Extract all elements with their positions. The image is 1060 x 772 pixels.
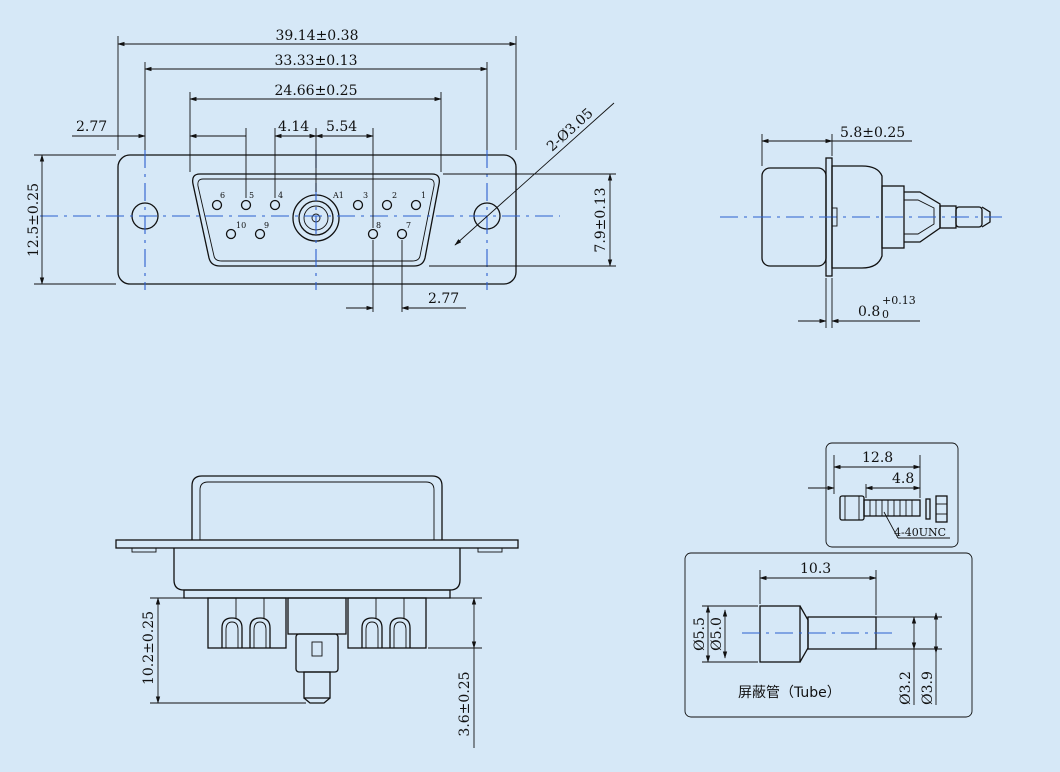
dim-tube-id-small: Ø3.2 xyxy=(898,671,914,705)
side-contact-block xyxy=(881,185,905,249)
dim-pin-length: 10.2±0.25 xyxy=(141,611,157,685)
pin-label-coax: A1 xyxy=(332,191,344,200)
side-view: 5.8±0.25 0.8 +0.13 0 xyxy=(720,125,1008,328)
bottom-shell-top xyxy=(191,475,443,540)
pin-label-9: 9 xyxy=(264,221,269,230)
tube-label: 屏蔽管（Tube） xyxy=(738,685,841,701)
dim-tube-length: 10.3 xyxy=(800,561,831,577)
contact-loop-2 xyxy=(249,617,271,648)
bottom-view: 10.2±0.25 3.6±0.25 xyxy=(115,475,519,748)
d-shell-inner xyxy=(197,178,435,262)
pin-1 xyxy=(410,199,422,211)
bottom-flange xyxy=(115,539,519,549)
d-shell-outer xyxy=(192,173,440,267)
screw-head xyxy=(839,495,865,521)
dim-tube-od-large: Ø5.5 xyxy=(692,617,708,651)
screw-detail: 12.8 4.8 4-40UNC xyxy=(808,442,959,548)
dim-contact-length: 3.6±0.25 xyxy=(457,671,473,736)
pin-4 xyxy=(269,199,281,211)
flange-outline xyxy=(117,154,517,285)
screw-nut xyxy=(935,495,948,523)
dim-side-depth: 5.8±0.25 xyxy=(840,125,905,141)
dim-screw-thread: 4.8 xyxy=(892,471,914,487)
pin-5 xyxy=(240,199,252,211)
tube-frame xyxy=(684,552,973,718)
pin-9 xyxy=(254,228,266,240)
tube-detail: 10.3 Ø5.5 Ø5.0 Ø3.2 Ø3.9 屏蔽管（Tube） xyxy=(684,552,973,718)
pin-label-2: 2 xyxy=(392,191,397,200)
dim-body-width: 24.66±0.25 xyxy=(275,83,358,99)
pin-6 xyxy=(211,199,223,211)
pin-label-6: 6 xyxy=(220,191,225,200)
dim-tube-od-small: Ø3.9 xyxy=(920,671,936,705)
contact-loop-3 xyxy=(361,617,383,648)
coax-housing xyxy=(287,597,347,635)
contact-loop-1 xyxy=(221,617,243,648)
dim-body-height: 7.9±0.13 xyxy=(593,187,609,252)
dim-flange-thickness-tol-lower: 0 xyxy=(882,308,889,321)
dim-tube-id-large: Ø5.0 xyxy=(709,617,725,651)
dim-mount-hole-pitch: 33.33±0.13 xyxy=(275,53,358,69)
pin-label-3: 3 xyxy=(363,191,368,200)
screw-frame xyxy=(825,442,959,548)
contact-loop-4 xyxy=(389,617,411,648)
dim-flange-height: 12.5±0.25 xyxy=(26,183,42,257)
dim-pin-offset: 5.54 xyxy=(326,119,357,135)
dim-coax-offset: 4.14 xyxy=(278,119,309,135)
dim-hole-callout: 2-Ø3.05 xyxy=(544,105,597,155)
pin-label-1: 1 xyxy=(421,191,426,200)
screw-washer xyxy=(925,498,931,520)
dim-flange-thickness-tol-upper: +0.13 xyxy=(882,294,916,307)
dim-flange-thickness: 0.8 xyxy=(858,304,880,320)
bottom-insulator xyxy=(173,548,461,591)
pin-7 xyxy=(396,228,408,240)
pin-label-10: 10 xyxy=(236,221,246,230)
screw-shaft xyxy=(863,499,921,517)
coax-barrel xyxy=(295,633,339,673)
pin-label-8: 8 xyxy=(376,221,381,230)
pin-8 xyxy=(367,228,379,240)
tube-taper xyxy=(799,605,809,663)
dim-overall-width: 39.14±0.38 xyxy=(276,28,359,44)
contacts-left-block xyxy=(207,597,287,649)
dim-bottom-pitch: 2.77 xyxy=(428,291,459,307)
pin-label-5: 5 xyxy=(249,191,254,200)
screw-spec-label: 4-40UNC xyxy=(894,526,946,539)
pin-10 xyxy=(225,228,237,240)
front-view: 1 2 3 4 5 6 7 8 9 10 A1 39.14±0.38 33.33… xyxy=(26,28,616,312)
tube-large-section xyxy=(759,605,801,663)
pin-2 xyxy=(381,199,393,211)
dim-left-offset: 2.77 xyxy=(76,119,107,135)
dim-screw-length: 12.8 xyxy=(862,450,893,466)
side-insulator xyxy=(831,165,883,269)
pin-label-4: 4 xyxy=(278,191,283,200)
contacts-right-block xyxy=(347,597,427,649)
coax-tip xyxy=(303,671,331,699)
pin-3 xyxy=(352,199,364,211)
pin-label-7: 7 xyxy=(406,221,411,230)
